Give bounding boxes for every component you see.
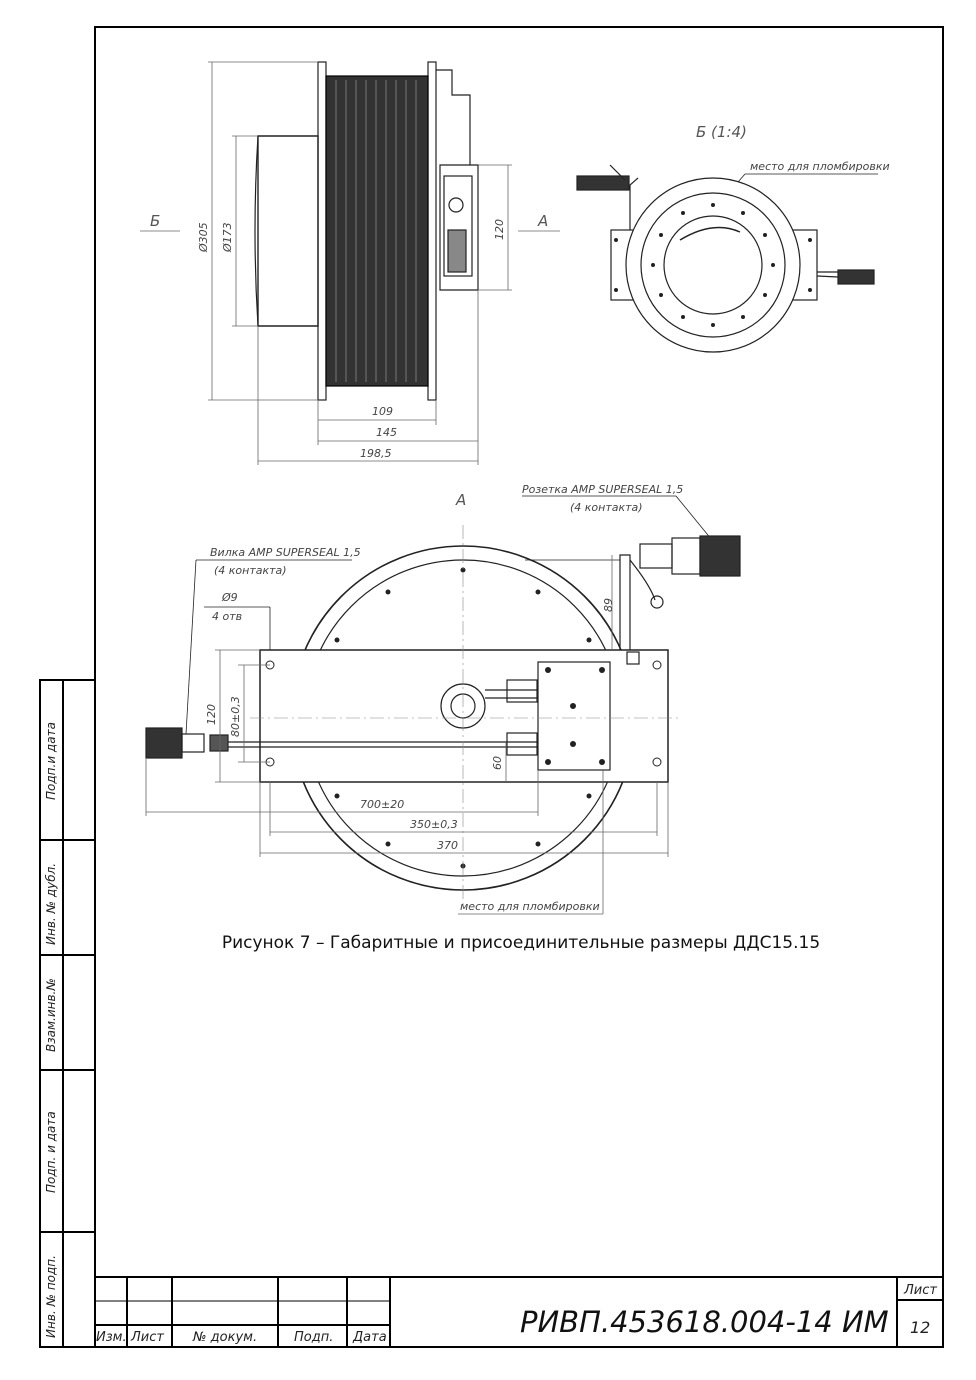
side-stamp: [39, 679, 96, 1348]
title-col-sheet: Лист: [130, 1330, 164, 1345]
socket-note-line2: (4 контакта): [570, 501, 643, 514]
dim-120: 120: [205, 704, 218, 725]
side-label-sign-date-1: Подп.и дата: [44, 722, 58, 800]
view-b-drawing: [576, 164, 878, 353]
title-block-grid: [95, 1276, 943, 1347]
holes-dia: Ø9: [221, 591, 238, 604]
title-col-doc: № докум.: [192, 1330, 257, 1345]
view-a-seal-note: место для пломбировки: [460, 900, 600, 913]
plug-note-line2: (4 контакта): [214, 564, 287, 577]
dim-60: 60: [491, 756, 504, 770]
side-label-original-inv: Инв. № подп.: [44, 1255, 58, 1338]
figure-caption: Рисунок 7 – Габаритные и присоединительн…: [222, 933, 820, 953]
top-view-dims: [140, 61, 560, 465]
reel-side-view: [254, 61, 479, 401]
dim-width-145: 145: [376, 426, 397, 439]
view-a-title: А: [455, 491, 466, 509]
dim-diameter-173: Ø173: [221, 222, 234, 253]
dim-350: 350±0,3: [410, 818, 458, 831]
title-col-date: Дата: [352, 1330, 387, 1345]
side-label-replace-inv: Взам.инв.№: [44, 978, 58, 1052]
sheet-number: 12: [910, 1318, 930, 1337]
reel-cable-lines: [335, 80, 417, 382]
dim-width-109: 109: [372, 405, 393, 418]
dim-80: 80±0,3: [229, 696, 242, 737]
sheet-label: Лист: [903, 1283, 937, 1298]
dim-height-120: 120: [493, 219, 506, 240]
view-b-holes: [614, 203, 812, 327]
dim-width-198: 198,5: [360, 447, 392, 460]
dim-89: 89: [602, 598, 615, 612]
view-arrow-b: Б: [150, 212, 160, 230]
document-number: РИВП.453618.004-14 ИМ: [520, 1305, 889, 1339]
plug-note-line1: Вилка AMP SUPERSEAL 1,5: [210, 546, 361, 559]
holes-count: 4 отв: [212, 610, 242, 623]
title-col-change: Изм.: [96, 1330, 127, 1345]
dim-diameter-305: Ø305: [197, 222, 210, 253]
view-a-centerlines: [250, 525, 680, 905]
title-col-sign: Подп.: [294, 1330, 333, 1345]
side-label-sign-date-2: Подп. и дата: [44, 1111, 58, 1193]
side-label-dup-inv: Инв. № дубл.: [44, 863, 58, 945]
view-a-bolts: [265, 567, 662, 869]
view-a-drawing: [145, 495, 741, 891]
dim-370: 370: [437, 839, 458, 852]
socket-note-line1: Розетка AMP SUPERSEAL 1,5: [522, 483, 683, 496]
dim-700: 700±20: [360, 798, 404, 811]
view-arrow-a: А: [537, 212, 548, 230]
view-b-title: Б (1:4): [696, 123, 747, 141]
view-b-seal-note: место для пломбировки: [750, 160, 890, 173]
view-a-dims: [145, 555, 669, 915]
